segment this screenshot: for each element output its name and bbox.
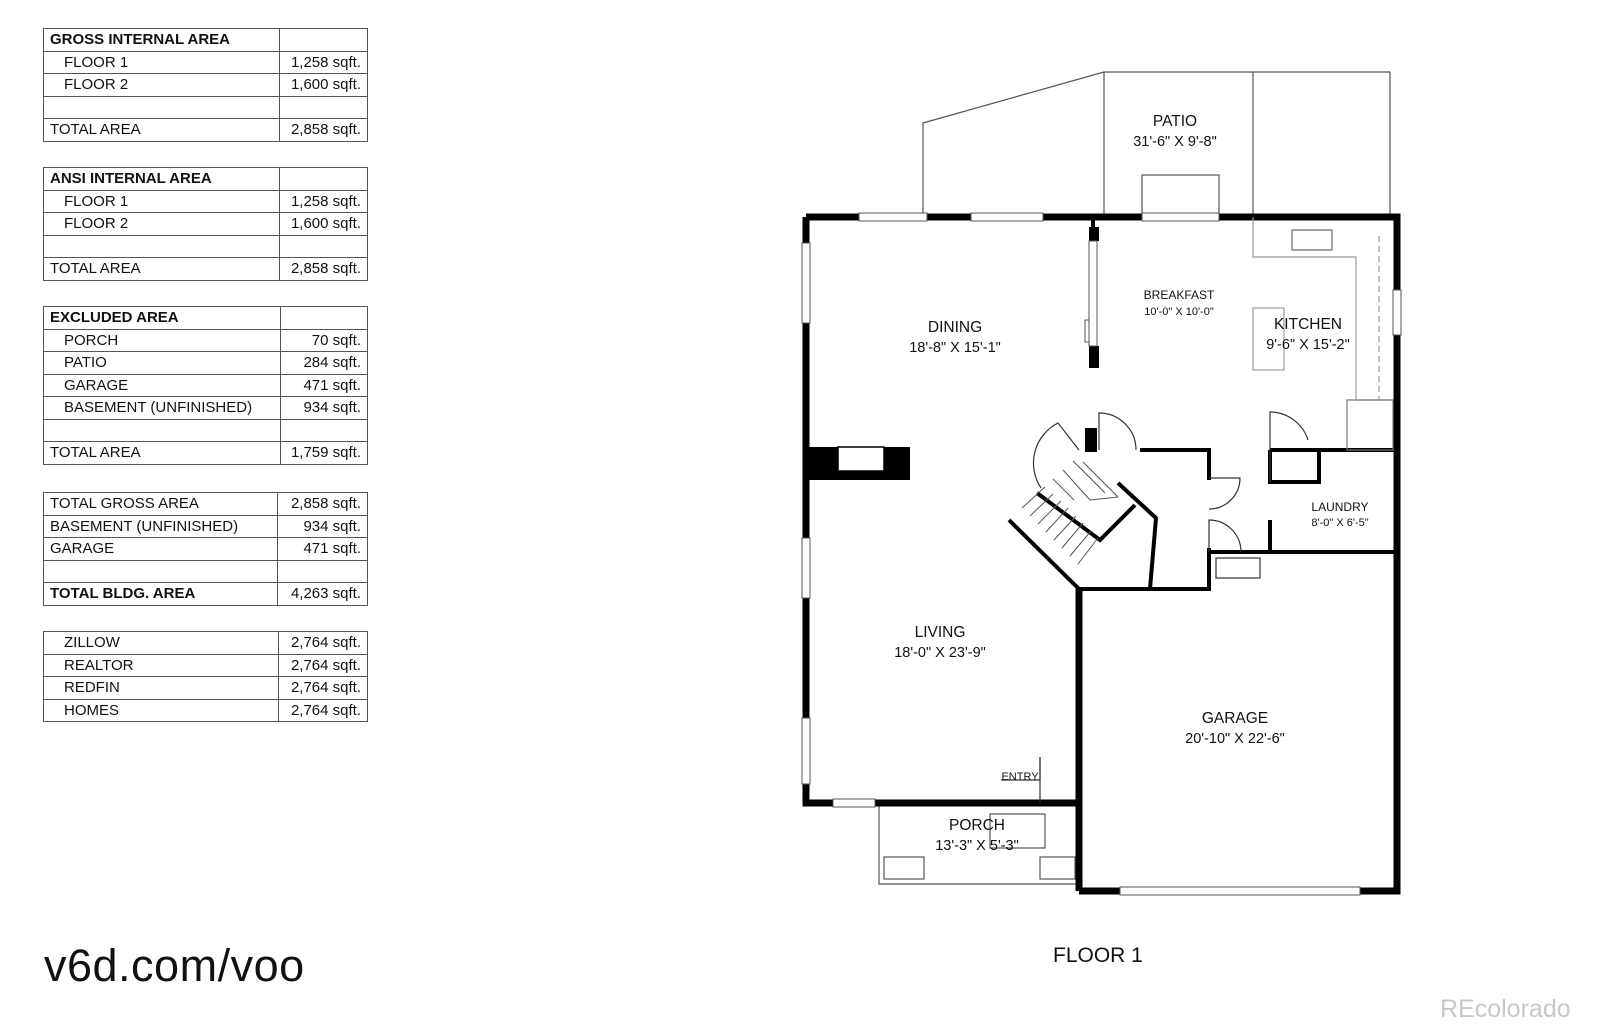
room-labels: PATIO 31'-6" X 9'-8" DINING 18'-8" X 15'… xyxy=(894,113,1369,854)
garage-dims: 20'-10" X 22'-6" xyxy=(1185,731,1285,747)
door-swings xyxy=(1001,411,1309,803)
living-label: LIVING xyxy=(915,624,966,641)
laundry-dims: 8'-0" X 6'-5" xyxy=(1311,517,1368,529)
breakfast-dims: 10'-0" X 10'-0" xyxy=(1144,306,1214,318)
porch-label: PORCH xyxy=(949,817,1005,834)
laundry-label: LAUNDRY xyxy=(1311,500,1368,514)
table-row: BASEMENT (UNFINISHED)934 sqft. xyxy=(42,514,368,538)
floor-label: FLOOR 1 xyxy=(1053,944,1143,967)
fireplace xyxy=(837,446,885,472)
kitchen-label: KITCHEN xyxy=(1274,316,1342,333)
patio-dims: 31'-6" X 9'-8" xyxy=(1133,134,1217,150)
interior-walls xyxy=(1007,217,1397,591)
entry-label: ENTRY xyxy=(1001,771,1039,783)
staircase xyxy=(1021,460,1119,565)
garage-label: GARAGE xyxy=(1202,710,1268,727)
breakfast-label: BREAKFAST xyxy=(1144,288,1215,302)
dining-label: DINING xyxy=(928,319,982,336)
half-wall xyxy=(1088,240,1098,347)
website-url: v6d.com/voo xyxy=(44,940,305,991)
porch-dims: 13'-3" X 5'-3" xyxy=(935,838,1019,854)
table-row: BASEMENT (UNFINISHED)934 sqft. xyxy=(43,396,369,420)
patio-outline xyxy=(922,71,1391,218)
kitchen-dims: 9'-6" X 15'-2" xyxy=(1266,337,1350,353)
dining-dims: 18'-8" X 15'-1" xyxy=(909,340,1001,356)
kitchen-counters xyxy=(1252,217,1394,451)
patio-label: PATIO xyxy=(1153,113,1197,130)
watermark: REcolorado xyxy=(1440,995,1571,1023)
table-header: ANSI INTERNAL AREA xyxy=(43,167,280,191)
table-header: GROSS INTERNAL AREA xyxy=(42,28,281,52)
living-dims: 18'-0" X 23'-9" xyxy=(894,645,986,661)
